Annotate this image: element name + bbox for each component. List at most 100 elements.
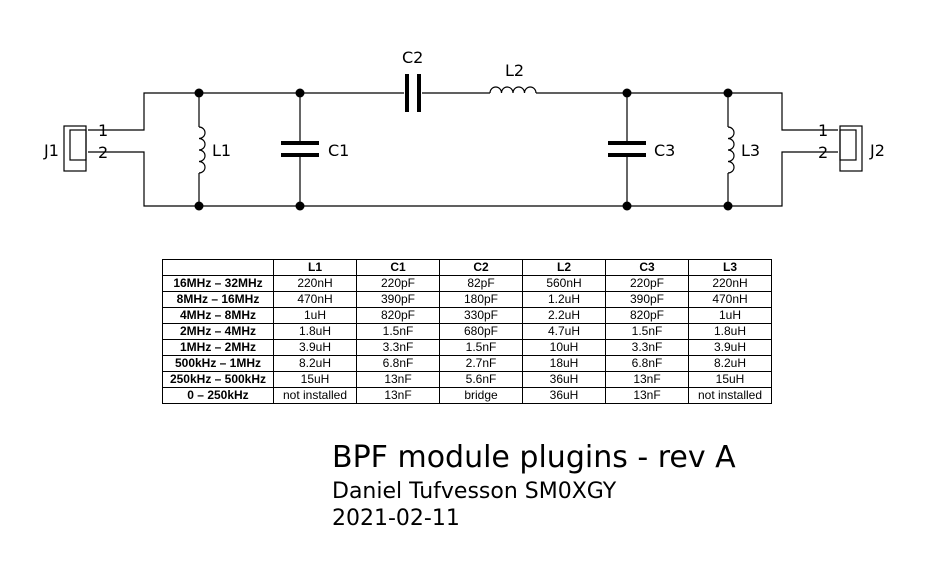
value-cell: 560nH (522, 275, 606, 292)
j1-pin1-label: 1 (98, 121, 108, 140)
value-cell: 820pF (605, 307, 689, 324)
document-title: BPF module plugins - rev A (332, 440, 736, 475)
value-cell: not installed (688, 387, 772, 404)
value-cell: 4.7uH (522, 323, 606, 340)
j1-label: J1 (43, 141, 59, 160)
value-cell: 6.8nF (605, 355, 689, 372)
l1-label: L1 (212, 141, 231, 160)
l2-label: L2 (505, 61, 524, 80)
value-cell: 390pF (605, 291, 689, 308)
band-cell: 8MHz – 16MHz (162, 291, 274, 308)
table-row: 250kHz – 500kHz 15uH 13nF 5.6nF 36uH 13n… (162, 371, 772, 388)
value-cell: 5.6nF (439, 371, 523, 388)
band-cell: 16MHz – 32MHz (162, 275, 274, 292)
value-cell: 1uH (688, 307, 772, 324)
value-cell: 13nF (356, 387, 440, 404)
value-cell: 3.3nF (356, 339, 440, 356)
c2-capacitor-symbol (405, 74, 421, 112)
table-row: 1MHz – 2MHz 3.9uH 3.3nF 1.5nF 10uH 3.3nF… (162, 339, 772, 356)
value-cell: 2.2uH (522, 307, 606, 324)
column-header: L3 (688, 259, 772, 276)
value-cell: 330pF (439, 307, 523, 324)
column-header (162, 259, 274, 276)
c3-label: C3 (654, 141, 675, 160)
value-cell: 220nH (688, 275, 772, 292)
date-line: 2021-02-11 (332, 506, 460, 531)
l1-inductor-symbol (198, 126, 206, 174)
l2-inductor-symbol (489, 86, 537, 94)
value-cell: 220pF (356, 275, 440, 292)
value-cell: bridge (439, 387, 523, 404)
j1-connector-inner (69, 129, 87, 161)
value-cell: 1.2uH (522, 291, 606, 308)
junction-dot (194, 201, 204, 211)
j1-pin2-label: 2 (98, 143, 108, 162)
band-cell: 250kHz – 500kHz (162, 371, 274, 388)
value-cell: 1.5nF (439, 339, 523, 356)
table-row: 2MHz – 4MHz 1.8uH 1.5nF 680pF 4.7uH 1.5n… (162, 323, 772, 340)
author-line: Daniel Tufvesson SM0XGY (332, 479, 617, 504)
junction-dot (622, 88, 632, 98)
junction-dot (622, 201, 632, 211)
column-header: L2 (522, 259, 606, 276)
band-cell: 4MHz – 8MHz (162, 307, 274, 324)
value-cell: 36uH (522, 387, 606, 404)
value-cell: 1.5nF (605, 323, 689, 340)
value-cell: 180pF (439, 291, 523, 308)
j2-label: J2 (869, 141, 885, 160)
value-cell: 220pF (605, 275, 689, 292)
value-cell: 13nF (605, 387, 689, 404)
junction-dot (194, 88, 204, 98)
junction-dot (295, 201, 305, 211)
c1-label: C1 (328, 141, 349, 160)
l3-label: L3 (741, 141, 760, 160)
value-cell: 8.2uH (688, 355, 772, 372)
j2-connector-body (839, 125, 863, 172)
junction-dot (723, 88, 733, 98)
c2-label: C2 (402, 48, 423, 67)
column-header: C1 (356, 259, 440, 276)
column-header: L1 (273, 259, 357, 276)
band-cell: 500kHz – 1MHz (162, 355, 274, 372)
value-cell: 10uH (522, 339, 606, 356)
j1-connector-body (63, 125, 87, 172)
value-cell: 1.8uH (273, 323, 357, 340)
column-header: C2 (439, 259, 523, 276)
title-block: BPF module plugins - rev A Daniel Tufves… (332, 438, 736, 532)
band-cell: 0 – 250kHz (162, 387, 274, 404)
band-cell: 2MHz – 4MHz (162, 323, 274, 340)
table-header-row: L1 C1 C2 L2 C3 L3 (162, 259, 772, 276)
junction-dot (723, 201, 733, 211)
component-values-table: L1 C1 C2 L2 C3 L3 16MHz – 32MHz 220nH 22… (162, 259, 772, 404)
table-row: 16MHz – 32MHz 220nH 220pF 82pF 560nH 220… (162, 275, 772, 292)
value-cell: 3.3nF (605, 339, 689, 356)
c1-capacitor-symbol (281, 141, 319, 157)
value-cell: 820pF (356, 307, 440, 324)
j2-pin2-label: 2 (818, 143, 828, 162)
table-row: 8MHz – 16MHz 470nH 390pF 180pF 1.2uH 390… (162, 291, 772, 308)
j2-pin1-label: 1 (818, 121, 828, 140)
value-cell: 470nH (688, 291, 772, 308)
band-cell: 1MHz – 2MHz (162, 339, 274, 356)
value-cell: 13nF (356, 371, 440, 388)
value-cell: 2.7nF (439, 355, 523, 372)
value-cell: 18uH (522, 355, 606, 372)
table-row: 0 – 250kHz not installed 13nF bridge 36u… (162, 387, 772, 404)
value-cell: 36uH (522, 371, 606, 388)
value-cell: 1uH (273, 307, 357, 324)
table-row: 4MHz – 8MHz 1uH 820pF 330pF 2.2uH 820pF … (162, 307, 772, 324)
bottom-rail-wire (88, 151, 838, 207)
value-cell: 1.5nF (356, 323, 440, 340)
value-cell: 13nF (605, 371, 689, 388)
value-cell: 680pF (439, 323, 523, 340)
value-cell: not installed (273, 387, 357, 404)
value-cell: 15uH (273, 371, 357, 388)
value-cell: 220nH (273, 275, 357, 292)
filter-schematic: J1 1 2 J2 1 2 L1 C1 C2 L2 C3 L3 (43, 48, 885, 211)
value-cell: 3.9uH (688, 339, 772, 356)
value-cell: 3.9uH (273, 339, 357, 356)
table-row: 500kHz – 1MHz 8.2uH 6.8nF 2.7nF 18uH 6.8… (162, 355, 772, 372)
l3-inductor-symbol (727, 126, 735, 174)
junction-dot (295, 88, 305, 98)
value-cell: 390pF (356, 291, 440, 308)
